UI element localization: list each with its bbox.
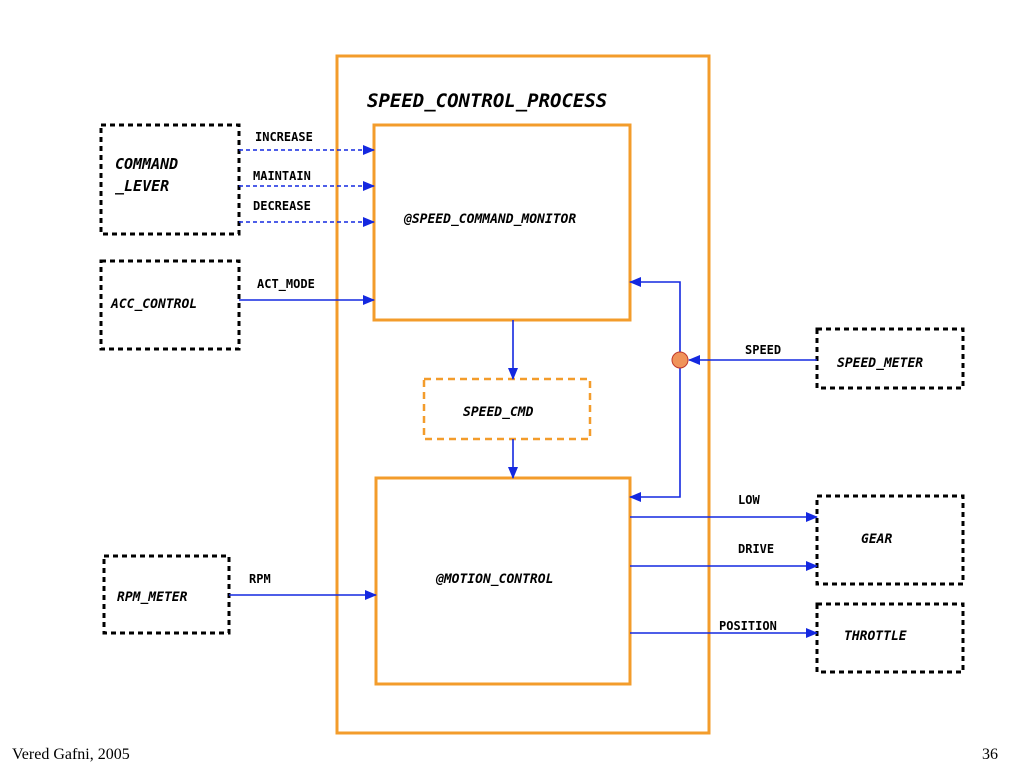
process-title: SPEED_CONTROL_PROCESS [367, 90, 607, 112]
motion-control-label: @MOTION_CONTROL [435, 572, 553, 587]
footer-author: Vered Gafni, 2005 [12, 746, 130, 763]
act-mode-flow-label: ACT_MODE [257, 277, 315, 292]
speed-flow-label: SPEED [745, 343, 781, 357]
command-lever-box [99, 123, 241, 236]
gear-box [815, 494, 965, 586]
command-lever-label-line2: _LEVER [115, 177, 169, 195]
rpm-flow-label: RPM [249, 572, 271, 586]
speed-junction [671, 351, 689, 369]
speed-to-motion-arrow [629, 368, 681, 502]
decrease-flow-label: DECREASE [253, 199, 311, 213]
rpm-meter-label: RPM_METER [117, 590, 188, 605]
drive-flow-label: DRIVE [738, 542, 774, 556]
position-flow-label: POSITION [719, 619, 777, 633]
speed-meter-box [815, 327, 965, 390]
gear-label: GEAR [861, 532, 892, 547]
speed-to-monitor-arrow [629, 277, 681, 352]
motion-control-box [374, 476, 632, 686]
speed-cmd-label: SPEED_CMD [463, 405, 534, 420]
speed-cmd-store [422, 377, 592, 441]
footer-page-number: 36 [982, 746, 998, 763]
speed-command-monitor-label: @SPEED_COMMAND_MONITOR [403, 212, 576, 227]
speed-meter-label: SPEED_METER [837, 356, 923, 371]
acc-control-label: ACC_CONTROL [110, 297, 197, 312]
acc-control-box [99, 259, 241, 351]
low-flow-label: LOW [738, 493, 760, 507]
throttle-label: THROTTLE [844, 629, 907, 644]
speed-control-process-boundary [335, 54, 711, 735]
increase-flow-label: INCREASE [255, 130, 313, 144]
maintain-flow-label: MAINTAIN [253, 169, 311, 183]
command-lever-label-line1: COMMAND [115, 155, 178, 173]
throttle-box [815, 602, 965, 674]
